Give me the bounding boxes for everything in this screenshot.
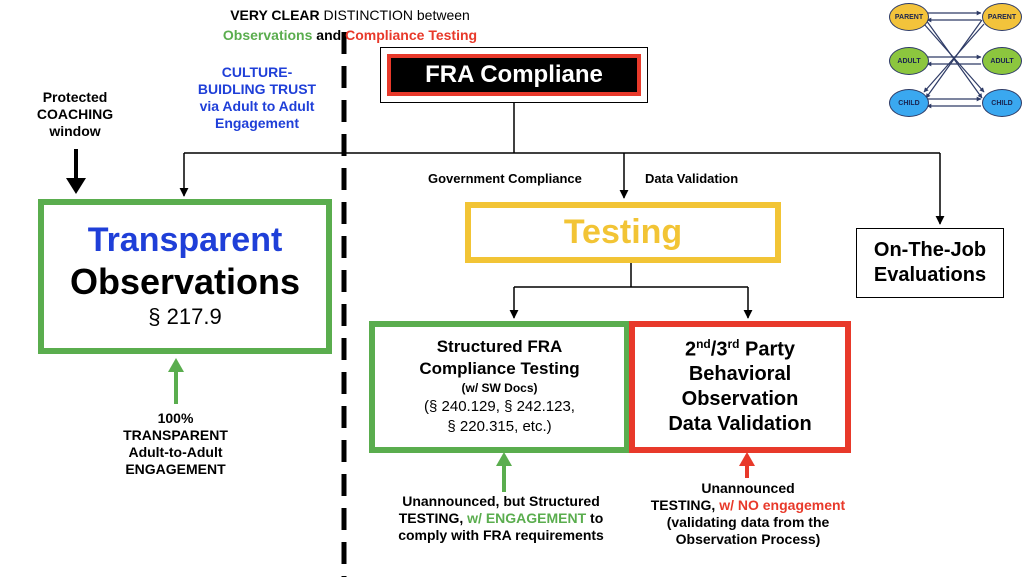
mini-node-left-adult: ADULT [889,47,929,75]
fra-compliance-title: FRA Compliane [425,61,603,88]
party-validation-note: Unannounced TESTING, w/ NO engagement (v… [650,480,846,548]
testing-title: Testing [563,213,683,251]
observations-title: Observations [69,261,301,303]
coaching-arrow-head [66,178,86,194]
culture-note: CULTURE- BUIDLING TRUST via Adult to Adu… [197,64,317,132]
fra-compliance-box: FRA Compliane [380,47,648,103]
mini-node-right-child: CHILD [982,89,1022,117]
on-the-job-box: On-The-Job Evaluations [856,228,1004,298]
mini-node-left-parent: PARENT [889,3,929,31]
header-very-clear: VERY CLEAR [230,7,320,23]
mini-node-right-adult: ADULT [982,47,1022,75]
header-line1: VERY CLEAR DISTINCTION between [190,7,510,24]
transparent-observations-box: Transparent Observations § 217.9 [38,199,332,354]
transparent-title: Transparent [87,221,283,260]
data-validation-label: Data Validation [645,171,739,186]
structured-testing-box: Structured FRA Compliance Testing (w/ SW… [369,321,630,453]
party-title: 2nd/3rd Party [684,336,796,361]
fra-compliance-inner: FRA Compliane [387,54,641,96]
government-compliance-label: Government Compliance [428,171,582,186]
header-compliance-testing: Compliance Testing [345,27,478,43]
mini-node-left-child: CHILD [889,89,929,117]
transparent-engagement-note: 100% TRANSPARENT Adult-to-Adult ENGAGEME… [123,410,228,478]
header-distinction: DISTINCTION between [323,7,470,23]
header-and: and [316,27,342,43]
header-line2: Observations and Compliance Testing [190,27,510,44]
party-validation-box: 2nd/3rd Party Behavioral Observation Dat… [629,321,851,453]
header-observations: Observations [222,27,313,43]
mini-diagram-connectors [923,10,985,109]
structured-testing-note: Unannounced, but Structured TESTING, w/ … [398,493,604,544]
coaching-note: Protected COACHING window [36,89,114,140]
mini-node-right-parent: PARENT [982,3,1022,31]
testing-box: Testing [465,202,781,263]
observations-ref: § 217.9 [148,304,222,330]
